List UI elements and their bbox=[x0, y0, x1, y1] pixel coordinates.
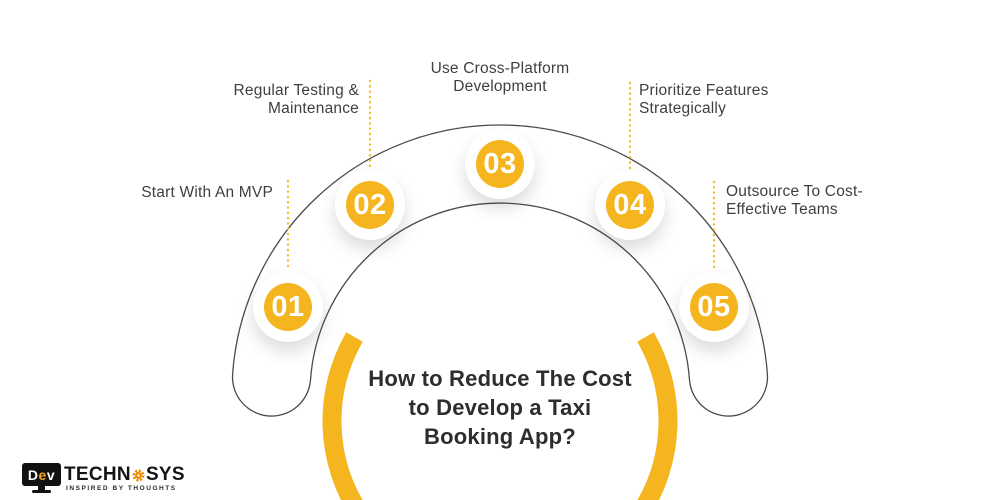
monitor-stand-neck bbox=[38, 486, 45, 490]
step-number-4: 04 bbox=[606, 181, 654, 229]
step-badge-2: 02 bbox=[335, 170, 405, 240]
step-badge-5: 05 bbox=[679, 272, 749, 342]
brand-wordmark: TECHN SYS bbox=[64, 464, 185, 485]
step-number-3: 03 bbox=[476, 140, 524, 188]
step-label-3: Use Cross-Platform Development bbox=[430, 60, 570, 95]
step-number-2: 02 bbox=[346, 181, 394, 229]
brand-tagline: INSPIRED BY THOUGHTS bbox=[66, 485, 177, 492]
gear-icon bbox=[132, 469, 145, 481]
step-label-5: Outsource To Cost- Effective Teams bbox=[726, 183, 863, 218]
step-badge-3: 03 bbox=[465, 129, 535, 199]
step-label-1: Start With An MVP bbox=[141, 184, 273, 201]
step-label-4: Prioritize Features Strategically bbox=[639, 82, 769, 117]
step-number-5: 05 bbox=[690, 283, 738, 331]
monitor-stand-base bbox=[32, 490, 51, 493]
title-arc-right bbox=[637, 332, 678, 500]
step-label-2: Regular Testing & Maintenance bbox=[233, 82, 359, 117]
step-number-1: 01 bbox=[264, 283, 312, 331]
title-arc-left bbox=[322, 332, 363, 500]
step-badge-4: 04 bbox=[595, 170, 665, 240]
page-title: How to Reduce The Cost to Develop a Taxi… bbox=[368, 366, 632, 449]
step-badge-1: 01 bbox=[253, 272, 323, 342]
